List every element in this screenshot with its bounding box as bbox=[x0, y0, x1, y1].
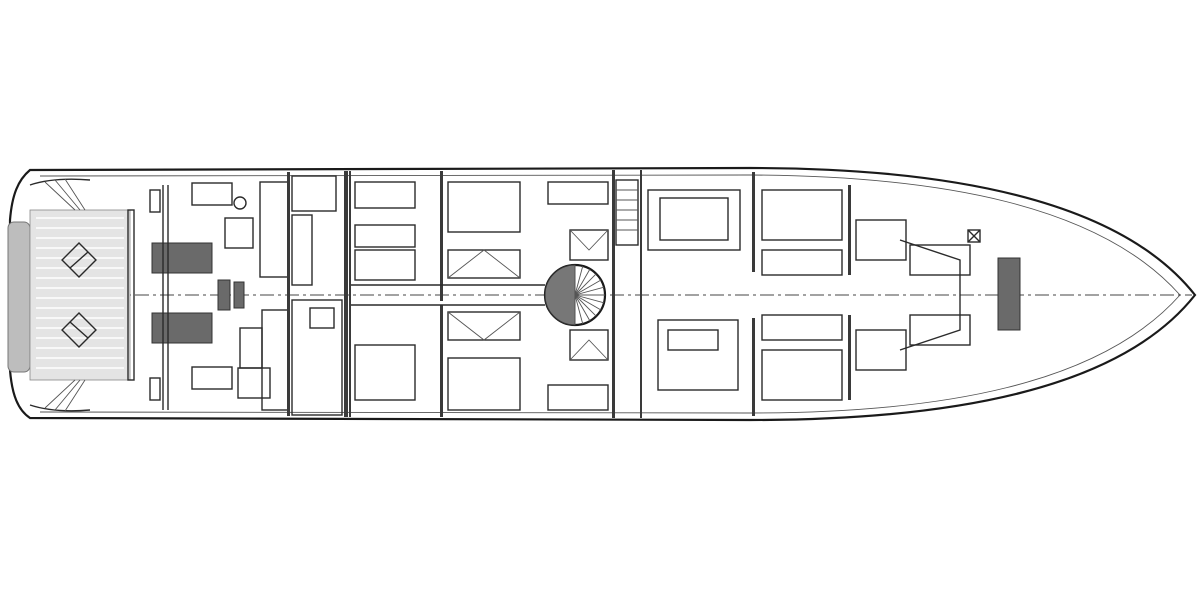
stair-tread bbox=[574, 294, 605, 304]
stair-tread bbox=[574, 294, 602, 311]
bed bbox=[354, 344, 416, 401]
stair-tread bbox=[574, 294, 584, 325]
hatch-icon bbox=[967, 229, 981, 243]
spiral-staircase bbox=[543, 263, 607, 327]
staircase bbox=[615, 179, 639, 246]
guest-cabins bbox=[354, 181, 1021, 411]
stair-tread bbox=[574, 279, 602, 296]
stair-tread bbox=[574, 294, 591, 322]
bed bbox=[447, 181, 521, 233]
swim-platform bbox=[7, 178, 135, 412]
engine-room bbox=[149, 181, 289, 411]
stair-tread bbox=[574, 268, 591, 296]
utility-room bbox=[291, 175, 343, 416]
stair-tread bbox=[574, 286, 605, 296]
stair-tread bbox=[574, 273, 597, 296]
bed bbox=[447, 357, 521, 411]
hatch-icon bbox=[61, 242, 97, 278]
hatch-icon bbox=[61, 312, 97, 348]
stair-tread bbox=[574, 265, 584, 296]
bulkheads bbox=[287, 170, 851, 418]
stair-tread bbox=[574, 294, 597, 317]
hull-outline bbox=[8, 166, 1197, 422]
